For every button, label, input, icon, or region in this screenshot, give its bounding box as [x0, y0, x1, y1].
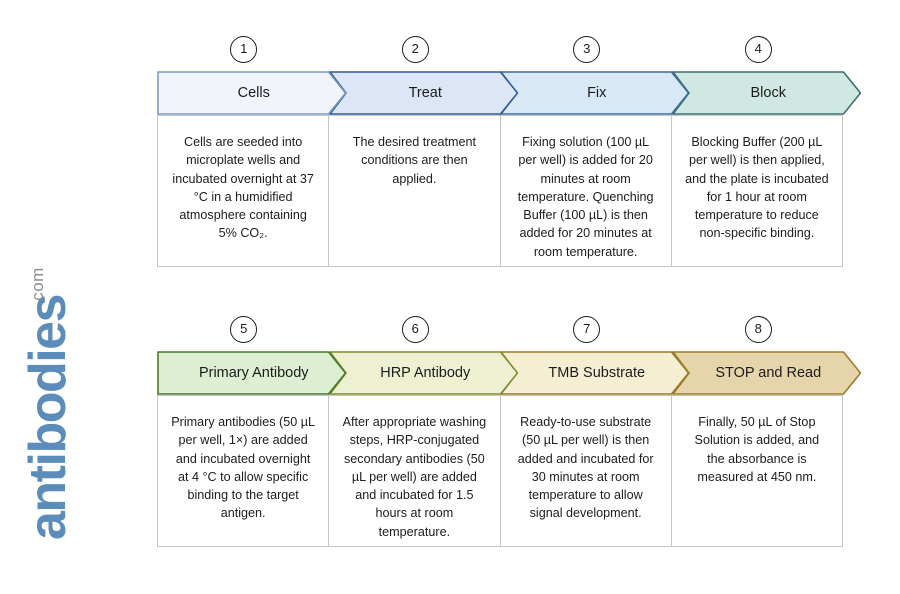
step-description-3: Fixing solution (100 µL per well) is add… [501, 115, 672, 266]
chevron-shape-1 [157, 71, 347, 115]
step-label-4: Block [750, 85, 786, 101]
step-number-track-1: 1 2 3 4 [157, 36, 843, 66]
step-chevron-3[interactable]: Fix [500, 71, 690, 115]
flow-row-1: 1 2 3 4 Cells Treat Fix Block Cells are seeded… [156, 36, 861, 267]
step-number-6: 6 [401, 316, 429, 343]
step-number-7: 7 [573, 316, 601, 343]
chevron-shape-5 [157, 351, 347, 395]
step-label-1: Cells [237, 85, 270, 101]
description-panel-1: Cells are seeded into microplate wells a… [156, 115, 844, 267]
step-number-2: 2 [401, 36, 429, 63]
step-label-7: TMB Substrate [548, 365, 646, 381]
description-panel-2: Primary antibodies (50 µL per well, 1×) … [156, 395, 844, 547]
step-label-8: STOP and Read [715, 365, 822, 381]
step-description-1: Cells are seeded into microplate wells a… [158, 115, 330, 266]
chevron-band-2: Primary Antibody HRP Antibody TMB Substrat… [157, 351, 861, 395]
step-number-3: 3 [573, 36, 601, 63]
step-number-1: 1 [230, 36, 258, 63]
step-description-8: Finally, 50 µL of Stop Solution is added… [694, 415, 820, 484]
step-chevron-7[interactable]: TMB Substrate [500, 351, 690, 395]
step-description-4: Blocking Buffer (200 µL per well) is the… [685, 135, 829, 241]
step-label-5: Primary Antibody [198, 365, 309, 381]
step-chevron-6[interactable]: HRP Antibody [328, 351, 518, 395]
step-description-7: Ready-to-use substrate (50 µL per well) … [501, 395, 672, 546]
step-chevron-5[interactable]: Primary Antibody [157, 351, 347, 395]
logo-domain-suffix: .com [28, 267, 47, 306]
step-label-6: HRP Antibody [380, 365, 471, 381]
chevron-band-1: Cells Treat Fix Block [157, 71, 861, 115]
step-chevron-8[interactable]: STOP and Read [671, 351, 861, 395]
page-title: Cell Based ELISA Kits Quick Protocol [64, 0, 109, 18]
step-number-8: 8 [744, 316, 772, 343]
step-description-2: The desired treatment conditions are the… [329, 115, 501, 266]
step-description-5: Primary antibodies (50 µL per well, 1×) … [158, 395, 330, 546]
step-number-track-2: 5 6 7 8 [157, 316, 843, 346]
flow-row-2: 5 6 7 8 Primary Antibody HRP Antibody TMB Sub… [156, 316, 861, 547]
step-chevron-2[interactable]: Treat [328, 71, 518, 115]
logo-wordmark: antibodies [19, 294, 77, 540]
step-label-2: Treat [408, 85, 442, 101]
step-number-5: 5 [230, 316, 258, 343]
step-description-6: After appropriate washing steps, HRP-con… [329, 395, 501, 546]
step-label-3: Fix [587, 85, 607, 101]
step-number-4: 4 [744, 36, 772, 63]
step-chevron-1[interactable]: Cells [157, 71, 347, 115]
brand-logo: antibodies .com [19, 40, 142, 540]
step-chevron-4[interactable]: Block [671, 71, 861, 115]
